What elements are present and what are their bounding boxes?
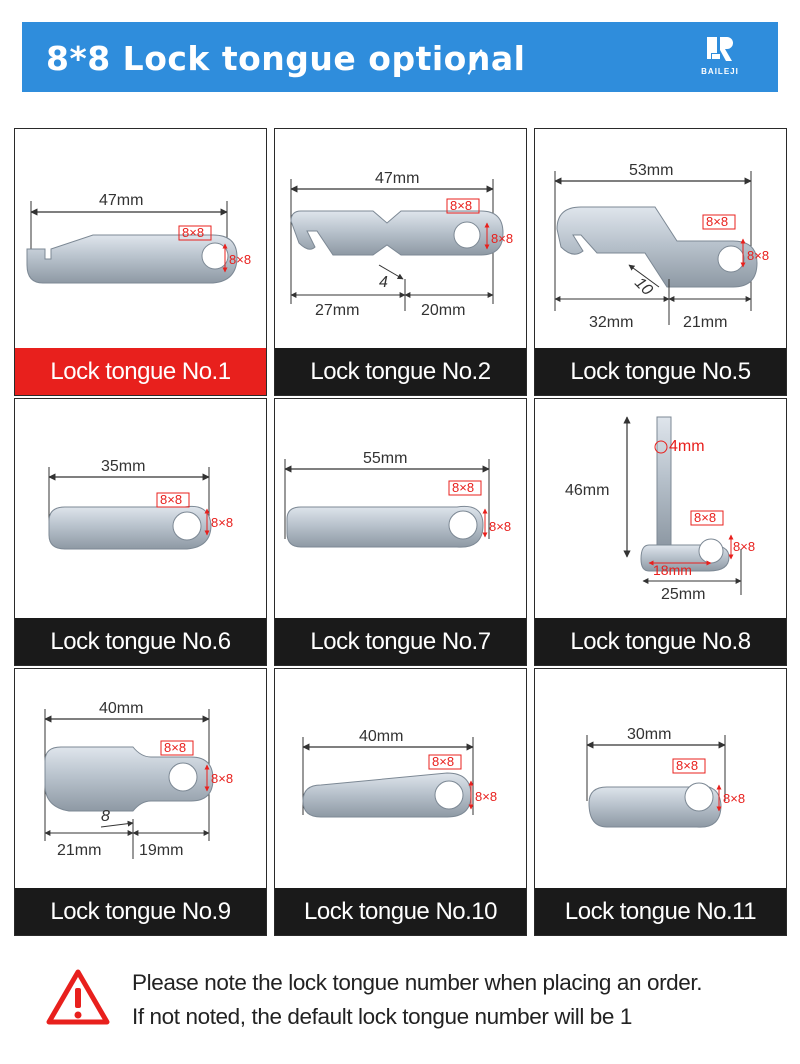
tongue-card-no10[interactable]: 40mm 8×8 8×8 Lock tongue No.10 <box>274 668 527 936</box>
tongue-label: Lock tongue No.1 <box>15 348 266 395</box>
tongue-card-no5[interactable]: 53mm 8×8 8×8 10 32mm 21mm Lock tongue No… <box>534 128 787 396</box>
square-label-top: 8×8 <box>164 740 186 755</box>
tongue-label: Lock tongue No.10 <box>275 888 526 935</box>
tongue-label: Lock tongue No.2 <box>275 348 526 395</box>
square-label-side: 8×8 <box>723 791 745 806</box>
tongue-diagram: 55mm 8×8 8×8 <box>275 399 526 619</box>
order-notice: Please note the lock tongue number when … <box>46 964 776 1044</box>
brand-logo: BAILEJI <box>690 34 750 82</box>
header-banner: 8*8 Lock tongue optional BAILEJI <box>22 22 778 92</box>
length-label: 47mm <box>375 170 419 187</box>
length-label: 35mm <box>101 458 145 475</box>
tongue-diagram: 53mm 8×8 8×8 10 32mm 21mm <box>535 129 786 349</box>
notice-line-1: Please note the lock tongue number when … <box>132 970 703 995</box>
length-label: 40mm <box>99 700 143 717</box>
tongue-label: Lock tongue No.11 <box>535 888 786 935</box>
length-label: 40mm <box>359 728 403 745</box>
tongue-card-no11[interactable]: 30mm 8×8 8×8 Lock tongue No.11 <box>534 668 787 936</box>
length-label: 53mm <box>629 162 673 179</box>
tongue-label: Lock tongue No.9 <box>15 888 266 935</box>
offset-label: 4 <box>379 274 388 291</box>
square-label-side: 8×8 <box>747 248 769 263</box>
square-label-side: 8×8 <box>475 789 497 804</box>
segment1-label: 32mm <box>589 314 633 331</box>
width-label: 25mm <box>661 586 705 603</box>
segment1-label: 27mm <box>315 302 359 319</box>
warning-icon <box>46 969 110 1025</box>
square-label-side: 8×8 <box>733 539 755 554</box>
tongue-label: Lock tongue No.6 <box>15 618 266 665</box>
tongue-card-no8[interactable]: 46mm 4mm 8×8 8×8 18mm 25mm Lock tongue N… <box>534 398 787 666</box>
tongue-card-no9[interactable]: 40mm 8×8 8×8 8 21mm 19mm Lock tongue No.… <box>14 668 267 936</box>
pin-label: 4mm <box>669 438 705 455</box>
tongue-card-no1[interactable]: 47mm 8×8 8×8 Lock tongue No.1 <box>14 128 267 396</box>
tongue-diagram: 35mm 8×8 8×8 <box>15 399 266 619</box>
segment2-label: 21mm <box>683 314 727 331</box>
square-label-top: 8×8 <box>432 754 454 769</box>
square-label-top: 8×8 <box>182 225 204 240</box>
brand-logo-icon <box>707 37 733 61</box>
segment2-label: 19mm <box>139 842 183 859</box>
square-label-top: 8×8 <box>160 492 182 507</box>
tongue-diagram: 47mm 8×8 8×8 <box>15 129 266 349</box>
segment2-label: 20mm <box>421 302 465 319</box>
tongue-diagram: 40mm 8×8 8×8 <box>275 669 526 889</box>
length-label: 47mm <box>99 192 143 209</box>
offset-label: 8 <box>101 808 110 825</box>
tongue-label: Lock tongue No.7 <box>275 618 526 665</box>
tongue-card-no6[interactable]: 35mm 8×8 8×8 Lock tongue No.6 <box>14 398 267 666</box>
height-label: 46mm <box>565 482 609 499</box>
tongue-label: Lock tongue No.8 <box>535 618 786 665</box>
square-label-side: 8×8 <box>491 231 513 246</box>
tongue-diagram: 47mm 8×8 8×8 4 27mm 20mm <box>275 129 526 349</box>
square-label-side: 8×8 <box>489 519 511 534</box>
square-label-top: 8×8 <box>694 510 716 525</box>
length-label: 30mm <box>627 726 671 743</box>
square-label-top: 8×8 <box>452 480 474 495</box>
square-label-side: 8×8 <box>229 252 251 267</box>
square-label-side: 8×8 <box>211 515 233 530</box>
offset-label: 10 <box>631 274 656 299</box>
tongue-diagram: 40mm 8×8 8×8 8 21mm 19mm <box>15 669 266 889</box>
square-label-side: 8×8 <box>211 771 233 786</box>
square-label-top: 8×8 <box>706 214 728 229</box>
segment1-label: 18mm <box>653 562 692 578</box>
length-label: 55mm <box>363 450 407 467</box>
square-label-top: 8×8 <box>676 758 698 773</box>
tongue-card-no7[interactable]: 55mm 8×8 8×8 Lock tongue No.7 <box>274 398 527 666</box>
square-label-top: 8×8 <box>450 198 472 213</box>
brand-name: BAILEJI <box>701 67 739 76</box>
tongue-diagram: 30mm 8×8 8×8 <box>535 669 786 889</box>
page-title: 8*8 Lock tongue optional <box>46 39 526 78</box>
tongue-label: Lock tongue No.5 <box>535 348 786 395</box>
tongue-diagram: 46mm 4mm 8×8 8×8 18mm 25mm <box>535 399 786 619</box>
notice-line-2: If not noted, the default lock tongue nu… <box>132 1004 632 1029</box>
tongue-card-no2[interactable]: 47mm 8×8 8×8 4 27mm 20mm Lock tongue No.… <box>274 128 527 396</box>
segment1-label: 21mm <box>57 842 101 859</box>
